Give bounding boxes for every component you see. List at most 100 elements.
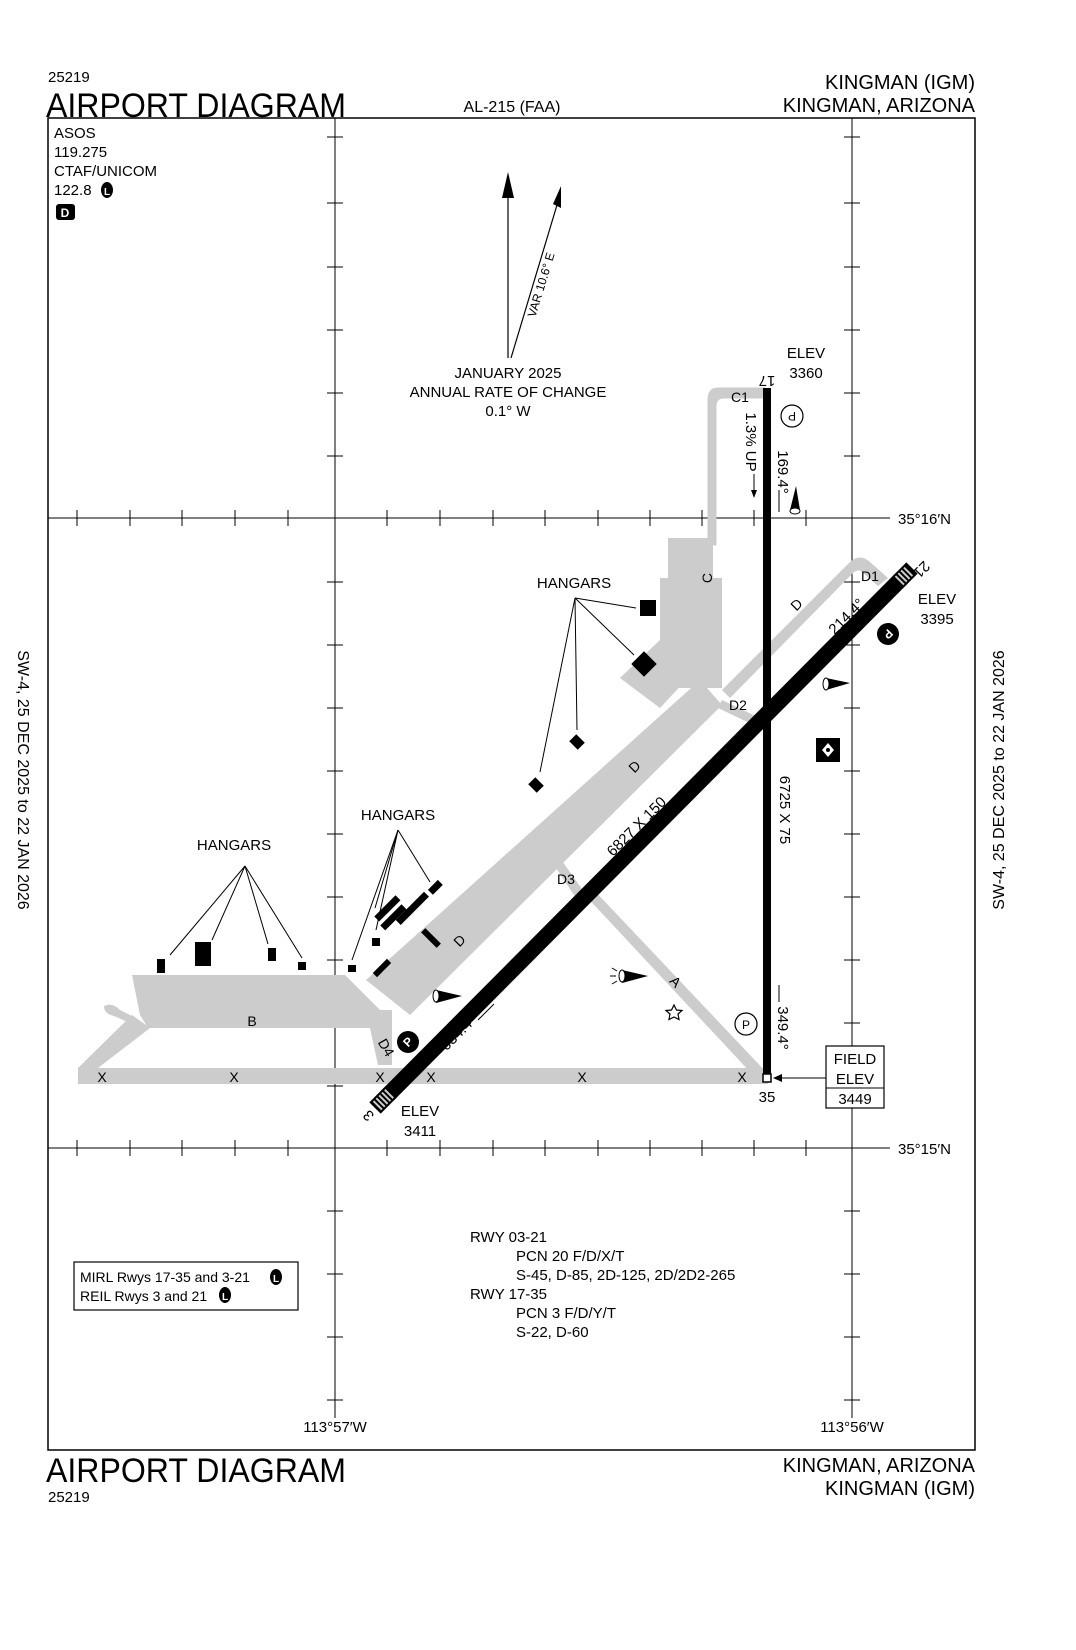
footer-airport-name: KINGMAN (IGM) bbox=[825, 1478, 975, 1500]
wind-cone-icon bbox=[789, 486, 801, 515]
taxiway-x-label-4: X bbox=[426, 1069, 436, 1085]
ctaf-label: CTAF/UNICOM bbox=[54, 163, 157, 180]
pcn-rwy-17-35: RWY 17-35 bbox=[470, 1286, 547, 1303]
runway-17-elev-value: 3360 bbox=[789, 365, 822, 382]
svg-text:D: D bbox=[61, 206, 70, 220]
lighting-info-box bbox=[73, 1261, 299, 1311]
svg-text:L: L bbox=[222, 1292, 228, 1303]
runway-slope: 1.3% UP bbox=[742, 412, 759, 471]
pcn-rwy-03-21-value: PCN 20 F/D/X/T bbox=[516, 1248, 624, 1265]
footer-location: KINGMAN, ARIZONA bbox=[783, 1455, 976, 1477]
runway-35-end-marker bbox=[762, 1073, 772, 1083]
mag-var-date: JANUARY 2025 bbox=[454, 365, 561, 382]
lighting-l-icon: L bbox=[270, 1269, 282, 1285]
graticule bbox=[48, 118, 890, 1418]
hangars-label-east: HANGARS bbox=[537, 575, 611, 592]
header-chart-code: AL-215 (FAA) bbox=[464, 99, 561, 116]
header-location: KINGMAN, ARIZONA bbox=[783, 95, 976, 117]
heading-034-arrow-icon bbox=[477, 1003, 495, 1021]
taxiway-d3-label: D3 bbox=[557, 871, 575, 887]
taxiway-x-label-5: X bbox=[577, 1069, 587, 1085]
footer-title: AIRPORT DIAGRAM bbox=[46, 1452, 346, 1490]
mag-var-rate-value: 0.1° W bbox=[485, 403, 531, 420]
chart-frame bbox=[47, 117, 976, 1451]
svg-text:L: L bbox=[104, 187, 110, 198]
taxiway-x-label-1: X bbox=[97, 1069, 107, 1085]
lon-east-label: 113°56′W bbox=[820, 1419, 884, 1436]
runway-3-number: 3 bbox=[360, 1106, 378, 1124]
taxiway-c1-label: C1 bbox=[731, 389, 749, 405]
mag-var-rate-label: ANNUAL RATE OF CHANGE bbox=[410, 384, 607, 401]
var-label: VAR 10.6° E bbox=[525, 251, 558, 319]
pcn-rwy-17-35-weights: S-22, D-60 bbox=[516, 1324, 589, 1341]
runway-21-threshold-hatch bbox=[891, 562, 918, 589]
papi-marker-icon-21: P bbox=[877, 623, 899, 645]
segmented-circle-icon bbox=[816, 738, 840, 762]
taxiway-d2-label: D2 bbox=[729, 697, 747, 713]
runway-17-35 bbox=[763, 388, 771, 1078]
lon-west-label: 113°57′W bbox=[303, 1419, 367, 1436]
asos-frequency: 119.275 bbox=[54, 144, 107, 161]
lighting-l-icon: L bbox=[219, 1287, 231, 1303]
lighting-l-icon: L bbox=[101, 182, 113, 198]
runway-21-elev-label: ELEV bbox=[918, 591, 956, 608]
field-elev-line1: FIELD bbox=[834, 1051, 877, 1068]
taxiway-x-label-2: X bbox=[229, 1069, 239, 1085]
header-chart-number: 25219 bbox=[48, 69, 90, 86]
papi-marker-icon-17: P bbox=[780, 404, 804, 428]
runway-35-number: 35 bbox=[759, 1089, 776, 1106]
true-north-arrow-icon bbox=[502, 172, 514, 358]
lighting-line-2: REIL Rwys 3 and 21 bbox=[80, 1288, 207, 1304]
runway-17-heading: 169.4° bbox=[774, 450, 791, 494]
runway-35-heading: 349.4° bbox=[774, 1006, 791, 1050]
beacon-star-icon bbox=[664, 1003, 684, 1021]
field-elev-arrow-icon bbox=[773, 1074, 782, 1082]
runway-03-21 bbox=[381, 572, 908, 1102]
hangars-label-middle: HANGARS bbox=[361, 807, 435, 824]
taxiway-x-label-6: X bbox=[737, 1069, 747, 1085]
hangars-label-west: HANGARS bbox=[197, 837, 271, 854]
asos-label: ASOS bbox=[54, 125, 96, 142]
graticule-ticks bbox=[76, 136, 860, 1401]
papi-marker-icon-35: P bbox=[734, 1012, 758, 1036]
taxiway-c-label: C bbox=[699, 573, 715, 583]
svg-text:P: P bbox=[742, 1018, 750, 1032]
svg-text:P: P bbox=[788, 409, 796, 423]
field-elev-value: 3449 bbox=[838, 1091, 871, 1108]
heading-214-arrow-icon bbox=[817, 635, 835, 653]
runway-21-elev-value: 3395 bbox=[920, 611, 953, 628]
runway-17-number: 17 bbox=[759, 372, 776, 389]
side-label-right: SW-4, 25 DEC 2025 to 22 JAN 2026 bbox=[991, 650, 1008, 910]
wind-cone-icon bbox=[822, 677, 850, 691]
wind-cone-icon bbox=[432, 989, 462, 1003]
magnetic-north-arrow-icon bbox=[510, 186, 561, 359]
runway-17-35-dimensions: 6725 X 75 bbox=[776, 776, 793, 844]
pcn-rwy-03-21-weights: S-45, D-85, 2D-125, 2D/2D2-265 bbox=[516, 1267, 735, 1284]
side-label-left: SW-4, 25 DEC 2025 to 22 JAN 2026 bbox=[14, 650, 31, 910]
d-badge-icon: D bbox=[56, 204, 75, 220]
field-elev-line2: ELEV bbox=[836, 1071, 874, 1088]
runway-3-threshold-hatch bbox=[369, 1085, 398, 1114]
taxiway-pavement bbox=[78, 387, 888, 1084]
field-elev-box bbox=[825, 1045, 885, 1109]
papi-marker-icon-3: P bbox=[397, 1031, 419, 1053]
pcn-rwy-03-21: RWY 03-21 bbox=[470, 1229, 547, 1246]
hangar-pointers bbox=[169, 597, 637, 961]
lighting-line-1: MIRL Rwys 17-35 and 3-21 bbox=[80, 1269, 250, 1285]
ctaf-frequency: 122.8 bbox=[54, 182, 92, 199]
lat-north-label: 35°16′N bbox=[898, 511, 951, 528]
taxiway-d4-label: D4 bbox=[375, 1036, 398, 1060]
hangar-buildings bbox=[157, 600, 657, 978]
svg-text:L: L bbox=[273, 1274, 279, 1285]
header-title: AIRPORT DIAGRAM bbox=[46, 87, 346, 125]
lat-south-label: 35°15′N bbox=[898, 1141, 951, 1158]
footer-chart-number: 25219 bbox=[48, 1489, 90, 1506]
runway-3-elev-value: 3411 bbox=[404, 1123, 436, 1140]
taxiway-b-label: B bbox=[247, 1013, 256, 1029]
pcn-rwy-17-35-value: PCN 3 F/D/Y/T bbox=[516, 1305, 616, 1322]
runway-3-elev-label: ELEV bbox=[401, 1103, 439, 1120]
taxiway-x-label-3: X bbox=[375, 1069, 385, 1085]
slope-arrow-head-icon bbox=[751, 490, 757, 498]
runway-17-elev-label: ELEV bbox=[787, 345, 825, 362]
